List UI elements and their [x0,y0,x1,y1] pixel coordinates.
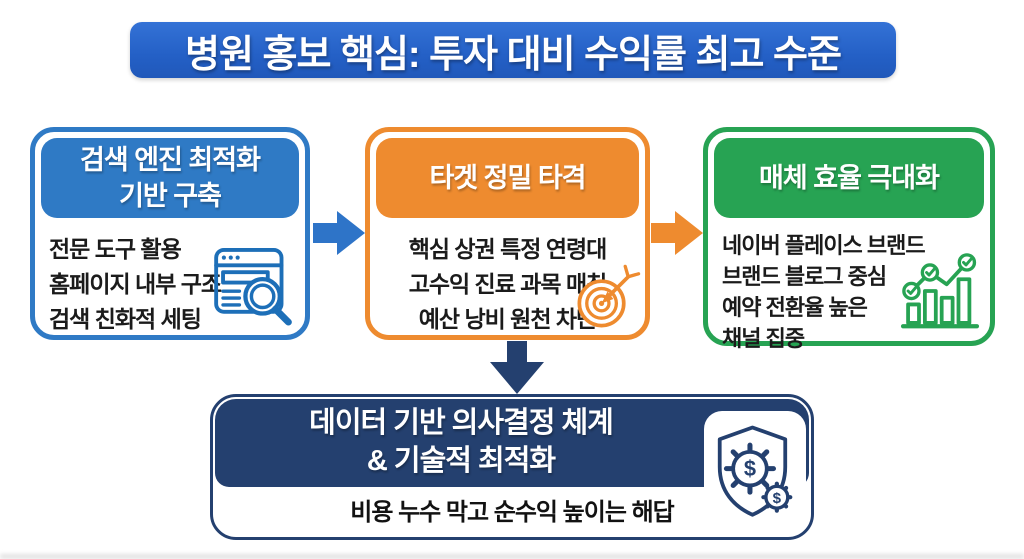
bottom-title-line-1: 데이터 기반 의사결정 체계 [309,407,614,439]
seo-foundation-header: 검색 엔진 최적화 기반 구축 [41,138,299,218]
seo-body-line-2: 홈페이지 내부 구조 [49,271,222,297]
target-header-line-1: 타겟 정밀 타격 [429,163,586,193]
data-decision-box: 데이터 기반 의사결정 체계 & 기술적 최적화 $ [210,394,814,540]
svg-text:$: $ [773,490,782,507]
seo-body-line-3: 검색 친화적 세팅 [49,306,202,332]
arrow-down-navy-icon [490,341,544,394]
page-title: 병원 홍보 핵심: 투자 대비 수익률 최고 수준 [185,33,842,76]
media-body-line-4: 채널 집중 [722,326,805,351]
target-body-line-2: 고수익 진료 과목 매칭 [408,271,608,297]
target-body-line-1: 핵심 상권 특정 연령대 [408,236,608,262]
svg-text:$: $ [744,456,756,481]
target-precision-header: 타겟 정밀 타격 [376,138,639,218]
seo-foundation-box: 검색 엔진 최적화 기반 구축 전문 도구 활용 홈페이지 내부 구조 검색 친… [30,127,310,340]
seo-foundation-body: 전문 도구 활용 홈페이지 내부 구조 검색 친화적 세팅 [35,224,305,337]
media-efficiency-box: 매체 효율 극대화 네이버 플레이스 브랜드 브랜드 블로그 중심 예약 전환율… [703,127,995,351]
bottom-edge-smudge [0,554,1024,559]
shield-icon-panel: $ $ [704,411,806,532]
media-efficiency-header: 매체 효율 극대화 [714,138,984,218]
media-body-line-2: 브랜드 블로그 중심 [722,264,887,289]
target-dart-icon [577,264,641,328]
data-decision-title: 데이터 기반 의사결정 체계 & 기술적 최적화 [213,404,709,480]
arrow-right-blue-icon [313,211,365,255]
target-precision-body: 핵심 상권 특정 연령대 고수익 진료 과목 매칭 예산 낭비 원천 차단 [370,224,645,337]
media-efficiency-body: 네이버 플레이스 브랜드 브랜드 블로그 중심 예약 전환율 높은 채널 집중 [708,224,990,354]
browser-search-icon [214,247,292,326]
seo-header-line-2: 기반 구축 [119,181,222,211]
shield-gear-dollar-icon: $ $ [717,425,793,517]
media-header-line-1: 매체 효율 극대화 [759,163,940,193]
media-body-line-3: 예약 전환율 높은 [722,295,868,320]
seo-body-line-1: 전문 도구 활용 [49,236,182,262]
bottom-title-line-2: & 기술적 최적화 [366,445,556,477]
target-body-line-3: 예산 낭비 원천 차단 [418,306,597,332]
growth-chart-icon [900,253,980,329]
data-decision-subtitle: 비용 누수 막고 순수익 높이는 해답 [350,499,674,526]
title-banner: 병원 홍보 핵심: 투자 대비 수익률 최고 수준 [130,22,896,78]
media-body-line-1: 네이버 플레이스 브랜드 [722,233,926,258]
seo-header-line-1: 검색 엔진 최적화 [80,145,261,175]
arrow-right-orange-icon [651,211,703,255]
target-precision-box: 타겟 정밀 타격 핵심 상권 특정 연령대 고수익 진료 과목 매칭 예산 낭비… [365,127,650,340]
